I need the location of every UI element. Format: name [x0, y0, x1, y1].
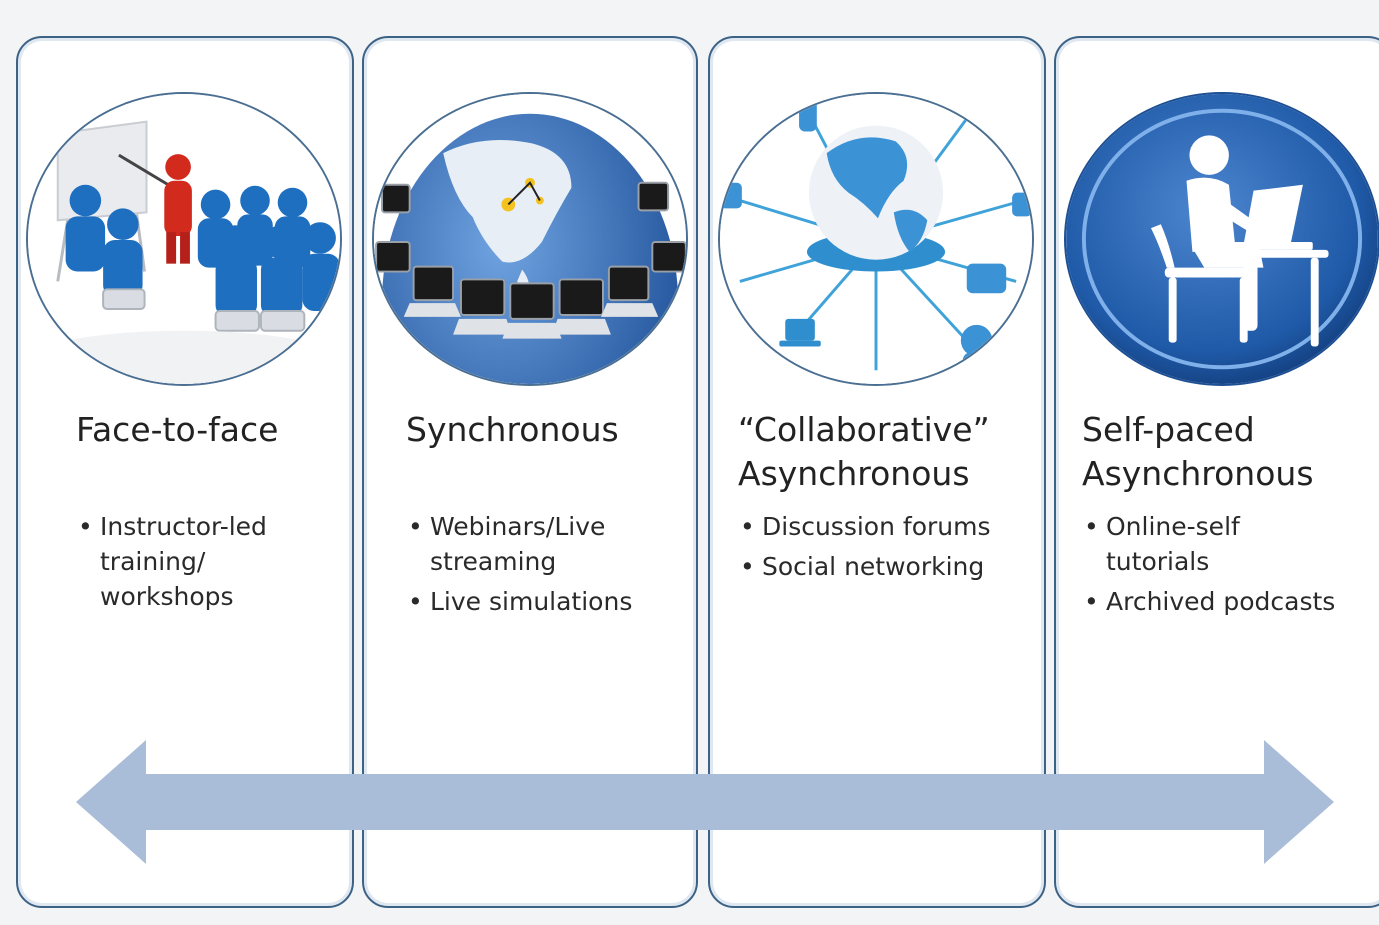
bullet-list: Instructor-led training/ workshops	[76, 509, 267, 619]
bullet-item: Webinars/Live streaming	[406, 509, 632, 579]
bullet-item: Live simulations	[406, 584, 632, 619]
column-synchronous: Synchronous Webinars/Live streaming Live…	[362, 36, 698, 908]
column-title: “Collaborative” Asynchronous	[738, 410, 990, 493]
double-arrow-icon	[76, 740, 1334, 864]
bullet-item: Social networking	[738, 549, 991, 584]
bullet-list: Discussion forums Social networking	[738, 509, 991, 589]
bullet-item: Archived podcasts	[1082, 584, 1335, 619]
column-title: Face-to-face	[76, 410, 279, 449]
bullet-item: Instructor-led training/ workshops	[76, 509, 267, 614]
column-face-to-face: Face-to-face Instructor-led training/ wo…	[16, 36, 354, 908]
bullet-item: Discussion forums	[738, 509, 991, 544]
double-arrow-shape	[76, 740, 1334, 864]
bullet-list: Webinars/Live streaming Live simulations	[406, 509, 632, 624]
classroom-icon	[26, 92, 342, 386]
column-collaborative-asynchronous: “Collaborative” Asynchronous Discussion …	[708, 36, 1046, 908]
column-self-paced-asynchronous: Self-paced Asynchronous Online-self tuto…	[1054, 36, 1379, 908]
bullet-list: Online-self tutorials Archived podcasts	[1082, 509, 1335, 624]
globe-laptops-icon	[372, 92, 688, 386]
column-title: Synchronous	[406, 410, 619, 449]
column-title: Self-paced Asynchronous	[1082, 410, 1314, 493]
network-globe-icon	[718, 92, 1034, 386]
person-laptop-icon	[1064, 92, 1379, 386]
bullet-item: Online-self tutorials	[1082, 509, 1335, 579]
